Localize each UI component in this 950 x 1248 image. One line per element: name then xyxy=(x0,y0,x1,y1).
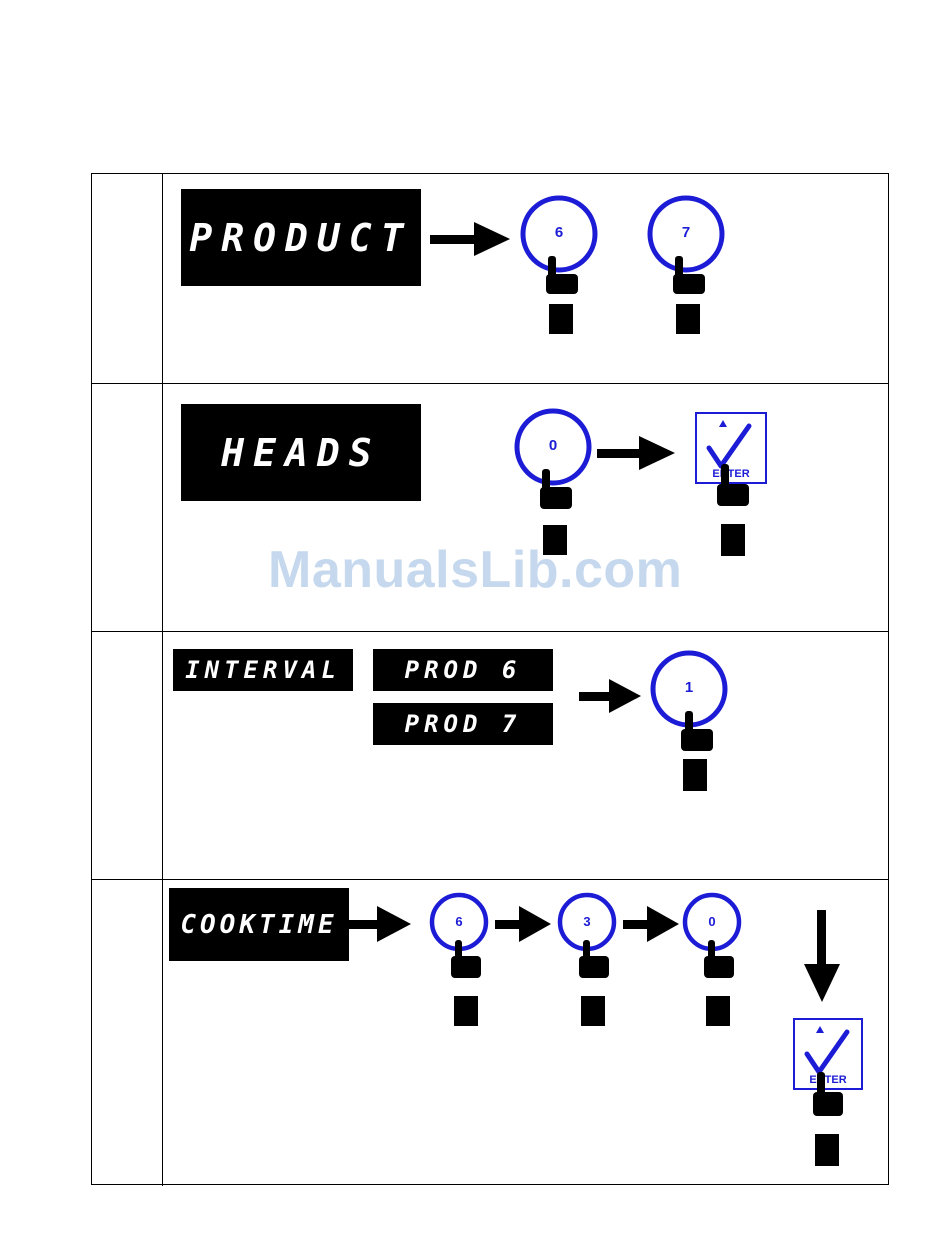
lcd-display-heads: HEADS xyxy=(181,404,421,501)
keypad-key-7[interactable]: 7 xyxy=(646,194,726,334)
enter-key[interactable]: ENTER xyxy=(695,412,767,557)
key-label: 1 xyxy=(649,679,729,696)
key-label: 6 xyxy=(428,914,490,929)
right-arrow-icon xyxy=(495,906,551,942)
key-label: 3 xyxy=(556,914,618,929)
key-label: 0 xyxy=(513,437,593,454)
keypad-key-1[interactable]: 1 xyxy=(649,649,729,789)
keypad-key-0[interactable]: 0 xyxy=(513,407,593,557)
steps-table: PRODUCT 6 7 HEADS xyxy=(91,173,889,1185)
step-number-cell xyxy=(92,632,163,879)
step-number-cell xyxy=(92,880,163,1186)
right-arrow-icon xyxy=(623,906,679,942)
key-label: 7 xyxy=(646,224,726,241)
step-row-4: COOKTIME 6 3 xyxy=(92,880,888,1186)
right-arrow-icon xyxy=(597,436,675,470)
key-label: 0 xyxy=(681,914,743,929)
step-row-1: PRODUCT 6 7 xyxy=(92,174,888,384)
step-row-3: INTERVAL PROD 6 PROD 7 1 xyxy=(92,632,888,880)
key-label: 6 xyxy=(519,224,599,241)
lcd-display-cooktime: COOKTIME xyxy=(169,888,349,961)
keypad-key-6[interactable]: 6 xyxy=(519,194,599,334)
step-row-2: HEADS 0 ENTER xyxy=(92,384,888,632)
keypad-key-3[interactable]: 3 xyxy=(556,892,618,1027)
enter-key[interactable]: ENTER xyxy=(793,1018,863,1168)
step-number-cell xyxy=(92,384,163,631)
step-number-cell xyxy=(92,174,163,383)
right-arrow-icon xyxy=(579,679,641,713)
keypad-key-6[interactable]: 6 xyxy=(428,892,490,1027)
lcd-display-prod-6: PROD 6 xyxy=(373,649,553,691)
down-arrow-icon xyxy=(804,910,840,1002)
lcd-display-product: PRODUCT xyxy=(181,189,421,286)
lcd-display-interval: INTERVAL xyxy=(173,649,353,691)
lcd-display-prod-7: PROD 7 xyxy=(373,703,553,745)
keypad-key-0[interactable]: 0 xyxy=(681,892,743,1027)
right-arrow-icon xyxy=(430,222,510,256)
right-arrow-icon xyxy=(349,906,411,942)
